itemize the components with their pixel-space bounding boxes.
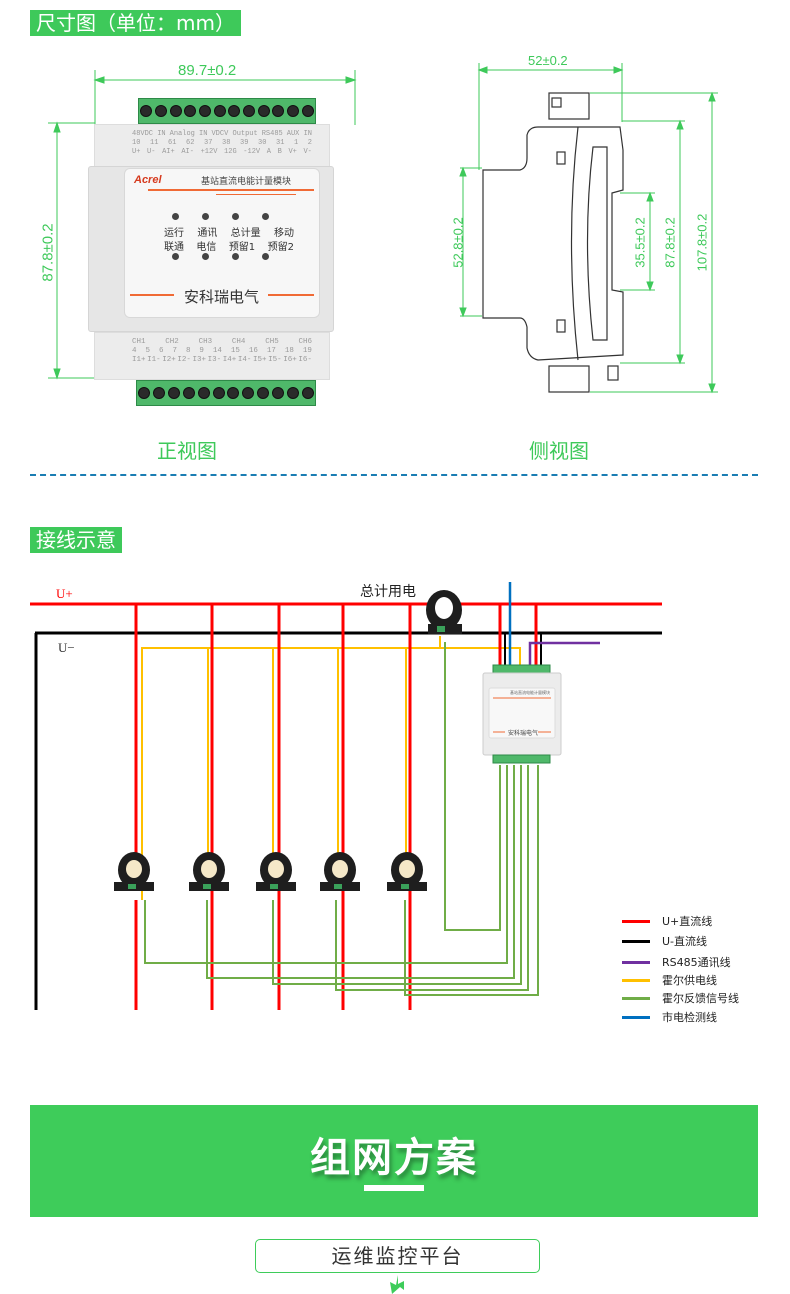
device-front-panel — [124, 168, 320, 318]
branch-hall-sensors — [114, 852, 427, 891]
panel-orange-line — [148, 189, 314, 191]
legend-item: U-直流线 — [622, 933, 707, 949]
front-height-dimension: 87.8±0.2 — [39, 223, 57, 282]
wiring-module — [482, 664, 562, 764]
network-banner: 组网方案 — [30, 1105, 758, 1217]
legend-swatch — [622, 1015, 650, 1019]
network-section-title: 组网方案 — [310, 1135, 478, 1181]
hall-power-lines — [141, 636, 521, 900]
led-indicator — [232, 213, 239, 220]
device-top-body — [94, 124, 330, 172]
wiring-section-title: 接线示意 — [30, 527, 122, 553]
front-view-label: 正视图 — [157, 439, 217, 463]
bottom-terminal-block — [136, 380, 316, 406]
led-indicator — [232, 253, 239, 260]
front-width-dimension: 89.7±0.2 — [178, 62, 237, 79]
led-indicator — [202, 213, 209, 220]
front-dimension-lines — [48, 63, 718, 394]
wiring-module-model: 基站直流电能计量模块 — [510, 690, 550, 695]
legend-swatch — [622, 996, 650, 1000]
rs485-line — [528, 641, 600, 665]
section-divider — [30, 474, 758, 476]
ops-monitoring-platform-box: 运维监控平台 — [255, 1239, 540, 1273]
u-plus-label: U+ — [56, 586, 73, 601]
panel-brand: 安科瑞电气 — [184, 288, 260, 306]
legend-item: 霍尔反馈信号线 — [622, 990, 739, 1006]
u-minus-label: U− — [58, 640, 75, 655]
panel-orange-line-2 — [216, 194, 296, 195]
hall-feedback-lines — [144, 642, 539, 996]
panel-model-name: 基站直流电能计量模块 — [201, 177, 292, 187]
wiring-module-brand: 安科瑞电气 — [508, 730, 539, 737]
led-indicator — [202, 253, 209, 260]
side-view-label: 侧视图 — [529, 439, 589, 463]
legend-item: 霍尔供电线 — [622, 972, 717, 988]
bottom-terminal-signals: I1+I1-I2+I2-I3+I3-I4+I4-I5+I5-I6+I6- — [132, 356, 312, 364]
wiring-diagram — [30, 582, 662, 1010]
led-indicator — [172, 213, 179, 220]
legend-item: 市电检测线 — [622, 1009, 717, 1025]
side-dim-35-5: 35.5±0.2 — [632, 217, 648, 268]
side-dim-107-8: 107.8±0.2 — [694, 213, 710, 272]
top-terminal-block — [138, 98, 316, 124]
dimensions-section-title: 尺寸图（单位：mm） — [30, 10, 241, 36]
led-indicator — [262, 213, 269, 220]
wireless-signal-icon — [390, 1275, 404, 1294]
brand-line-left — [130, 294, 174, 296]
legend-swatch — [622, 960, 650, 964]
legend-swatch — [622, 939, 650, 943]
acrel-logo: Acrel — [134, 174, 162, 186]
led-indicator — [172, 253, 179, 260]
side-dim-87-8: 87.8±0.2 — [662, 217, 678, 268]
brand-line-right — [268, 294, 314, 296]
side-depth-dimension: 52±0.2 — [528, 53, 568, 68]
total-power-label: 总计用电 — [360, 584, 416, 600]
legend-item: U+直流线 — [622, 913, 712, 929]
u-plus-drops — [134, 604, 538, 1010]
total-hall-sensor — [426, 590, 462, 634]
legend-swatch — [622, 978, 650, 982]
led-indicator — [262, 253, 269, 260]
legend-swatch — [622, 919, 650, 923]
legend-item: RS485通讯线 — [622, 954, 731, 970]
device-bottom-body — [94, 332, 330, 380]
banner-underline — [364, 1185, 424, 1191]
led-labels-top: 运行通讯总计量移动 — [164, 228, 294, 239]
side-dim-52-8: 52.8±0.2 — [450, 217, 466, 268]
